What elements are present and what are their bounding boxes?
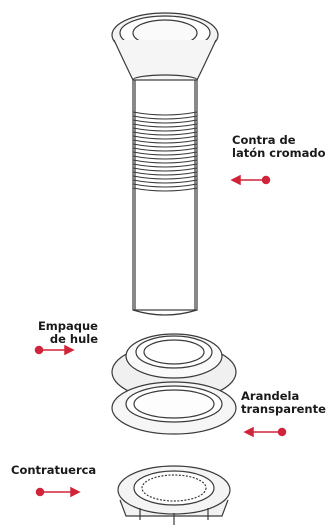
- drain-threads: [132, 111, 198, 192]
- transparent-washer: [111, 381, 237, 435]
- drain-flange: [111, 12, 219, 86]
- locknut: [117, 465, 231, 525]
- label-contra: Contra de latón cromado: [232, 134, 326, 160]
- label-empaque: Empaque de hule: [28, 320, 98, 346]
- label-arandela-line2: transparente: [241, 402, 326, 416]
- label-contra-line1: Contra de: [232, 133, 296, 147]
- label-empaque-line2: de hule: [49, 332, 98, 346]
- label-arandela: Arandela transparente: [241, 390, 326, 416]
- arrow-contra: [230, 174, 271, 186]
- label-contratuerca: Contratuerca: [11, 464, 96, 477]
- label-arandela-line1: Arandela: [241, 389, 300, 403]
- drain-pipe: [132, 79, 198, 316]
- label-contra-line2: latón cromado: [232, 146, 326, 160]
- arrow-contratuerca: [35, 486, 81, 498]
- label-empaque-line1: Empaque: [37, 319, 98, 333]
- arrow-empaque: [34, 344, 75, 356]
- arrow-arandela: [243, 426, 287, 438]
- label-contratuerca-line1: Contratuerca: [11, 463, 97, 477]
